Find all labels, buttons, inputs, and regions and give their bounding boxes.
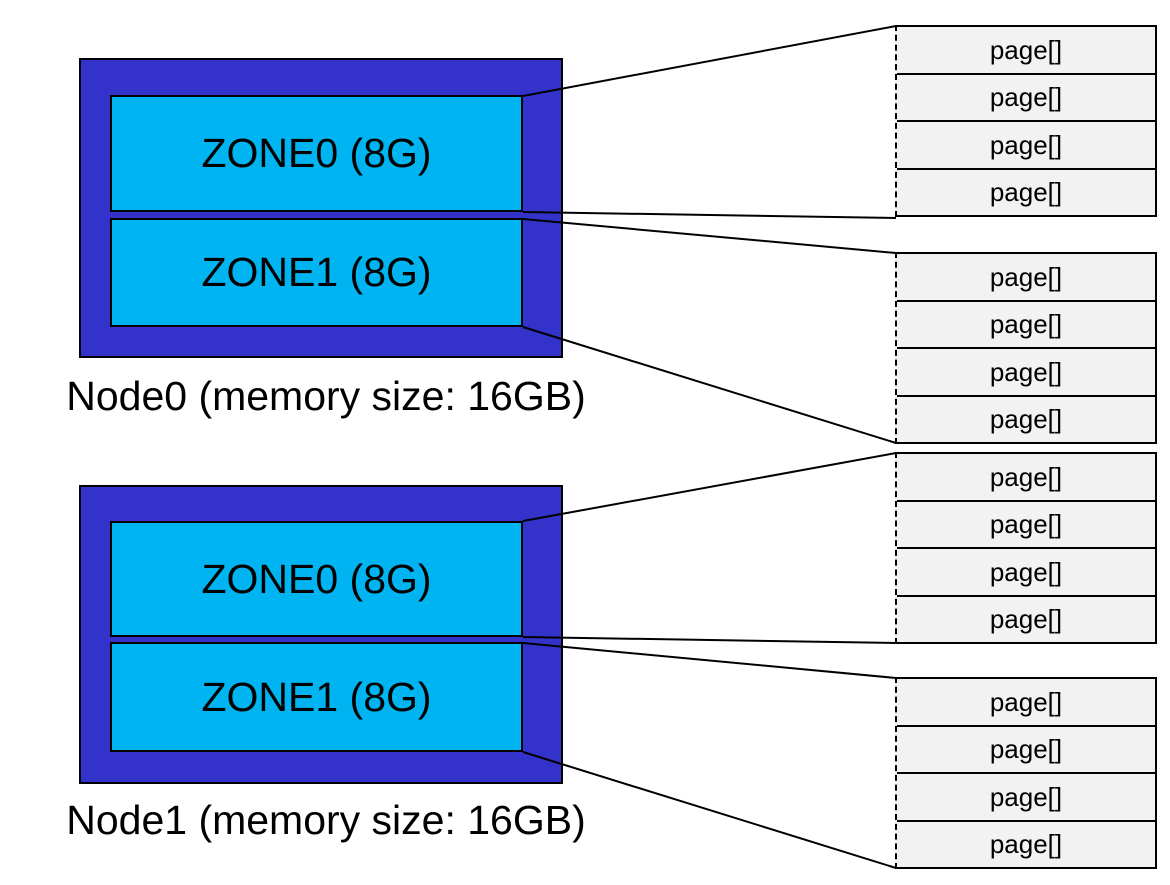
node0-zone1-label: ZONE1 (8G) xyxy=(201,249,432,295)
connector-line xyxy=(522,642,897,679)
connector-line xyxy=(522,25,897,97)
page-row: page[] xyxy=(897,454,1155,500)
page-row: page[] xyxy=(897,347,1155,395)
connector-line xyxy=(522,636,897,644)
page-row: page[] xyxy=(897,254,1155,300)
page-row: page[] xyxy=(897,594,1155,642)
node0-zone0-label: ZONE0 (8G) xyxy=(201,130,432,176)
connector-line xyxy=(522,751,897,869)
node1-zone0-label: ZONE0 (8G) xyxy=(201,555,432,602)
node1-zone0-box: ZONE0 (8G) xyxy=(110,521,523,637)
page-row: page[] xyxy=(897,499,1155,547)
page-array-group-0: page[] page[] page[] page[] xyxy=(895,25,1157,217)
page-row: page[] xyxy=(897,394,1155,442)
connector-line xyxy=(522,218,897,254)
node0-zone0-box: ZONE0 (8G) xyxy=(110,95,523,212)
page-row: page[] xyxy=(897,27,1155,73)
connector-line xyxy=(522,326,897,444)
node0-zone1-box: ZONE1 (8G) xyxy=(110,218,523,327)
node1-zone1-box: ZONE1 (8G) xyxy=(110,642,523,752)
page-row: page[] xyxy=(897,724,1155,772)
node0-box: ZONE0 (8G) ZONE1 (8G) xyxy=(79,58,563,358)
page-row: page[] xyxy=(897,167,1155,215)
node0-label: Node0 (memory size: 16GB) xyxy=(66,373,586,419)
page-row: page[] xyxy=(897,819,1155,867)
node1-label: Node1 (memory size: 16GB) xyxy=(66,797,586,843)
page-row: page[] xyxy=(897,772,1155,820)
connector-line xyxy=(522,452,897,522)
page-row: page[] xyxy=(897,72,1155,120)
page-array-group-2: page[] page[] page[] page[] xyxy=(895,452,1157,644)
node1-zone1-label: ZONE1 (8G) xyxy=(201,673,432,720)
page-row: page[] xyxy=(897,679,1155,725)
page-row: page[] xyxy=(897,120,1155,168)
page-array-group-3: page[] page[] page[] page[] xyxy=(895,677,1157,869)
node1-box: ZONE0 (8G) ZONE1 (8G) xyxy=(79,485,563,784)
connector-line xyxy=(522,211,897,219)
page-row: page[] xyxy=(897,547,1155,595)
page-row: page[] xyxy=(897,299,1155,347)
page-array-group-1: page[] page[] page[] page[] xyxy=(895,252,1157,444)
